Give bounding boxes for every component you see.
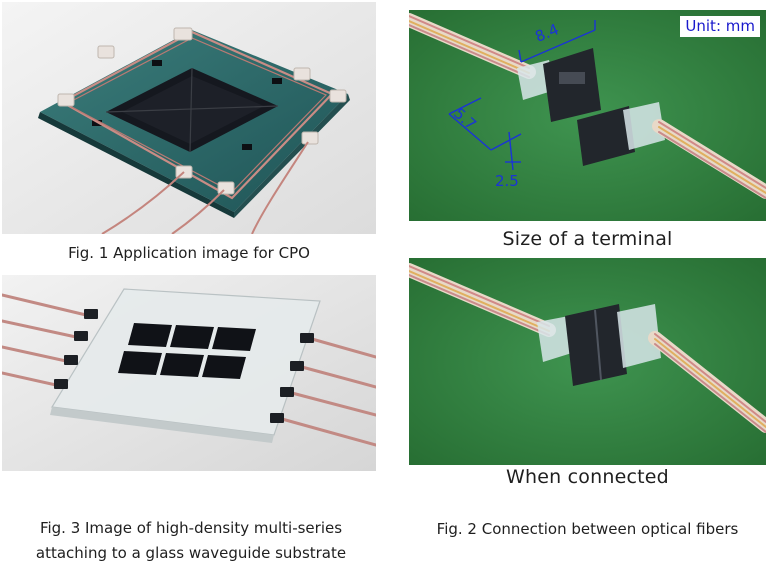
connected-terminal-photo: [409, 258, 766, 465]
fig3-caption-line1: Fig. 3 Image of high-density multi-serie…: [39, 519, 343, 537]
dimension-height: 2.5: [495, 172, 519, 190]
cpo-substrate-photo: [2, 2, 376, 234]
fig1-caption: Fig. 1 Application image for CPO: [68, 244, 310, 262]
fig3-caption-line2: attaching to a glass waveguide substrate: [35, 544, 347, 562]
glass-waveguide-photo: [2, 275, 376, 471]
connected-caption: When connected: [506, 466, 669, 488]
terminal-size-photo: Unit: mm 8.4 5.7 2.5: [409, 10, 766, 221]
terminal-size-caption: Size of a terminal: [502, 228, 673, 250]
fig2-caption: Fig. 2 Connection between optical fibers: [436, 520, 739, 538]
unit-label: Unit: mm: [680, 16, 760, 37]
fig3-caption: Fig. 3 Image of high-density multi-serie…: [2, 516, 380, 566]
